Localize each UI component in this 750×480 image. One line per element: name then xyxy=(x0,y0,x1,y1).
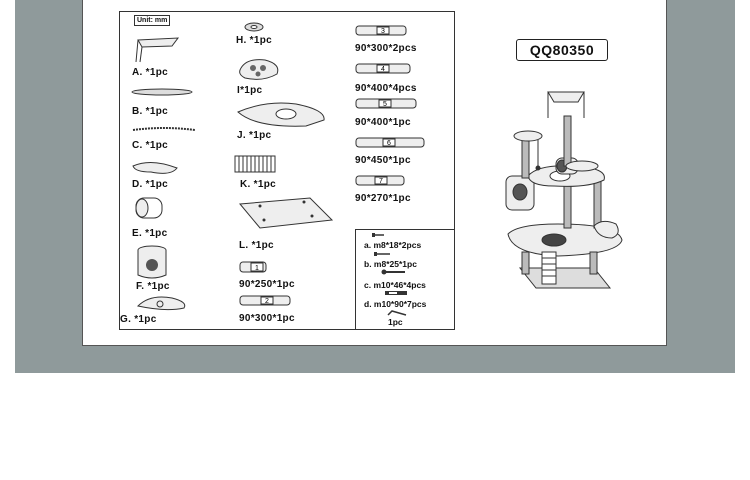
part-d-label: D. *1pc xyxy=(132,179,169,190)
screw-a-icon xyxy=(372,233,384,237)
post-6-label: 90*450*1pc xyxy=(355,155,411,166)
part-f-label: F. *1pc xyxy=(136,281,170,292)
part-c-label: C. *1pc xyxy=(132,140,169,151)
post-3-label: 90*300*2pcs xyxy=(355,43,417,54)
part-k-label: K. *1pc xyxy=(240,179,277,190)
part-j-icon xyxy=(237,102,325,127)
post-5-icon: 5 xyxy=(355,98,417,109)
part-h-label: H. *1pc xyxy=(236,35,273,46)
post-7-number: 7 xyxy=(379,178,383,185)
unit-label: Unit: mm xyxy=(134,15,171,26)
hardware-c-label: c. m10*46*4pcs xyxy=(364,280,426,290)
post-1-number: 1 xyxy=(255,265,259,272)
post-2-label: 90*300*1pc xyxy=(239,313,295,324)
post-3-icon: 3 xyxy=(355,25,407,36)
part-i-icon xyxy=(239,59,279,80)
bolt-c-icon xyxy=(381,269,405,275)
post-4-number: 4 xyxy=(381,66,385,73)
post-3-number: 3 xyxy=(381,28,385,35)
post-2-number: 2 xyxy=(265,298,269,305)
post-1-icon: 1 xyxy=(239,261,267,273)
part-d-icon xyxy=(132,162,178,174)
part-l-label: L. *1pc xyxy=(239,240,274,251)
post-6-icon: 6 xyxy=(355,137,425,148)
post-5-number: 5 xyxy=(383,101,387,108)
post-7-label: 90*270*1pc xyxy=(355,193,411,204)
part-h-icon xyxy=(244,22,264,32)
part-a-label: A. *1pc xyxy=(132,67,169,78)
hardware-a-label: a. m8*18*2pcs xyxy=(364,240,422,250)
screw-b-icon xyxy=(374,252,390,256)
post-4-icon: 4 xyxy=(355,63,411,74)
hardware-b-label: b. m8*25*1pc xyxy=(364,259,417,269)
part-i-label: I*1pc xyxy=(237,85,263,96)
part-b-label: B. *1pc xyxy=(132,106,169,117)
bolt-d-icon xyxy=(385,291,407,295)
hardware-key-label: 1pc xyxy=(388,317,403,327)
part-g-label: G. *1pc xyxy=(120,314,157,325)
part-g-icon xyxy=(136,296,186,311)
allen-key-icon xyxy=(387,310,407,316)
part-c-icon xyxy=(132,127,196,131)
model-number: QQ80350 xyxy=(516,39,608,61)
part-a-icon xyxy=(135,37,180,63)
part-l-icon xyxy=(239,197,334,229)
part-b-icon xyxy=(131,88,193,96)
part-e-icon xyxy=(135,197,163,219)
hardware-box xyxy=(355,229,455,330)
post-1-label: 90*250*1pc xyxy=(239,279,295,290)
hardware-d-label: d. m10*90*7pcs xyxy=(364,299,427,309)
cat-tree-illustration xyxy=(505,91,623,289)
post-4-label: 90*400*4pcs xyxy=(355,83,417,94)
post-6-number: 6 xyxy=(387,140,391,147)
part-j-label: J. *1pc xyxy=(237,130,272,141)
post-2-icon: 2 xyxy=(239,295,291,306)
post-7-icon: 7 xyxy=(355,175,405,186)
part-e-label: E. *1pc xyxy=(132,228,168,239)
part-k-icon xyxy=(234,155,276,173)
part-f-icon xyxy=(137,245,167,279)
post-5-label: 90*400*1pc xyxy=(355,117,411,128)
parts-list-box xyxy=(119,11,455,330)
